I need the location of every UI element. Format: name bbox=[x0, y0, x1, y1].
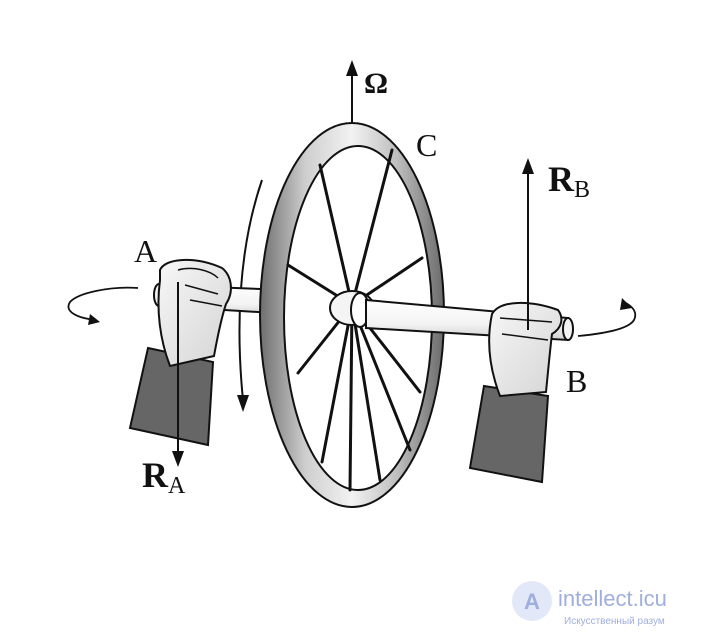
left-hand bbox=[157, 258, 232, 368]
label-point-c: C bbox=[416, 127, 437, 163]
label-force-rb-sub: B bbox=[574, 177, 590, 203]
watermark-tagline: Искусственный разум bbox=[564, 616, 665, 627]
label-point-a: A bbox=[134, 233, 157, 269]
left-end-rotation-arrow bbox=[67, 286, 139, 325]
right-arm-sleeve bbox=[468, 384, 550, 484]
wheel-hub bbox=[329, 290, 375, 328]
watermark-site: intellect.icu bbox=[558, 586, 667, 611]
watermark: A intellect.icu Искусственный разум bbox=[512, 581, 667, 627]
label-force-rb: RB bbox=[548, 159, 590, 203]
wheel-spokes bbox=[286, 148, 424, 492]
force-arrow-ra bbox=[172, 282, 184, 467]
label-force-ra: RA bbox=[142, 455, 186, 499]
label-force-rb-main: R bbox=[548, 159, 575, 199]
watermark-logo-letter: A bbox=[524, 589, 540, 614]
label-force-ra-sub: A bbox=[168, 473, 186, 499]
right-hand bbox=[488, 301, 563, 398]
label-point-b: B bbox=[566, 363, 587, 399]
force-arrow-rb bbox=[522, 158, 534, 330]
label-omega: Ω bbox=[364, 67, 388, 100]
label-force-ra-main: R bbox=[142, 455, 169, 495]
right-end-rotation-arrow bbox=[577, 298, 637, 337]
watermark-logo-icon bbox=[512, 581, 552, 621]
